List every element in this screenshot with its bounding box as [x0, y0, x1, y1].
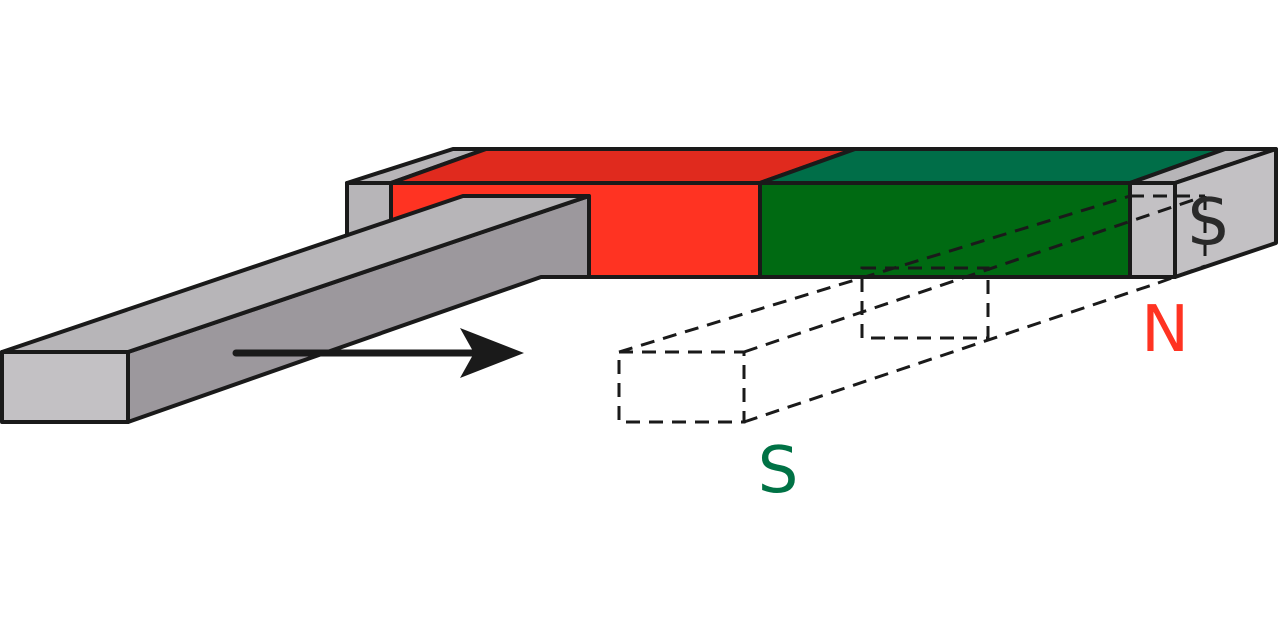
motion-arrow-head-icon — [460, 328, 524, 378]
south-pole-label: S — [758, 434, 799, 508]
iron-bar-end — [0, 350, 130, 424]
iron-bar — [0, 194, 591, 424]
ghost-bar-mid-section — [860, 266, 990, 340]
motion-arrow — [232, 328, 524, 378]
south-pole-front — [758, 181, 1132, 279]
right-steel-cap-side — [1173, 147, 1278, 279]
ghost-bar-edge-top-left — [618, 194, 1131, 354]
end-pole-label: S — [1188, 186, 1229, 260]
ghost-bar-edge-bottom-right — [743, 281, 1159, 424]
ghost-bar-far-bottom — [1157, 264, 1206, 285]
ghost-bar-edge-top-right — [743, 194, 1206, 354]
ghost-bar-near-end — [617, 350, 746, 424]
dashed-ghost-bar — [617, 194, 1207, 424]
magnet-assembly — [345, 147, 1278, 279]
north-pole-label: N — [1141, 293, 1189, 367]
